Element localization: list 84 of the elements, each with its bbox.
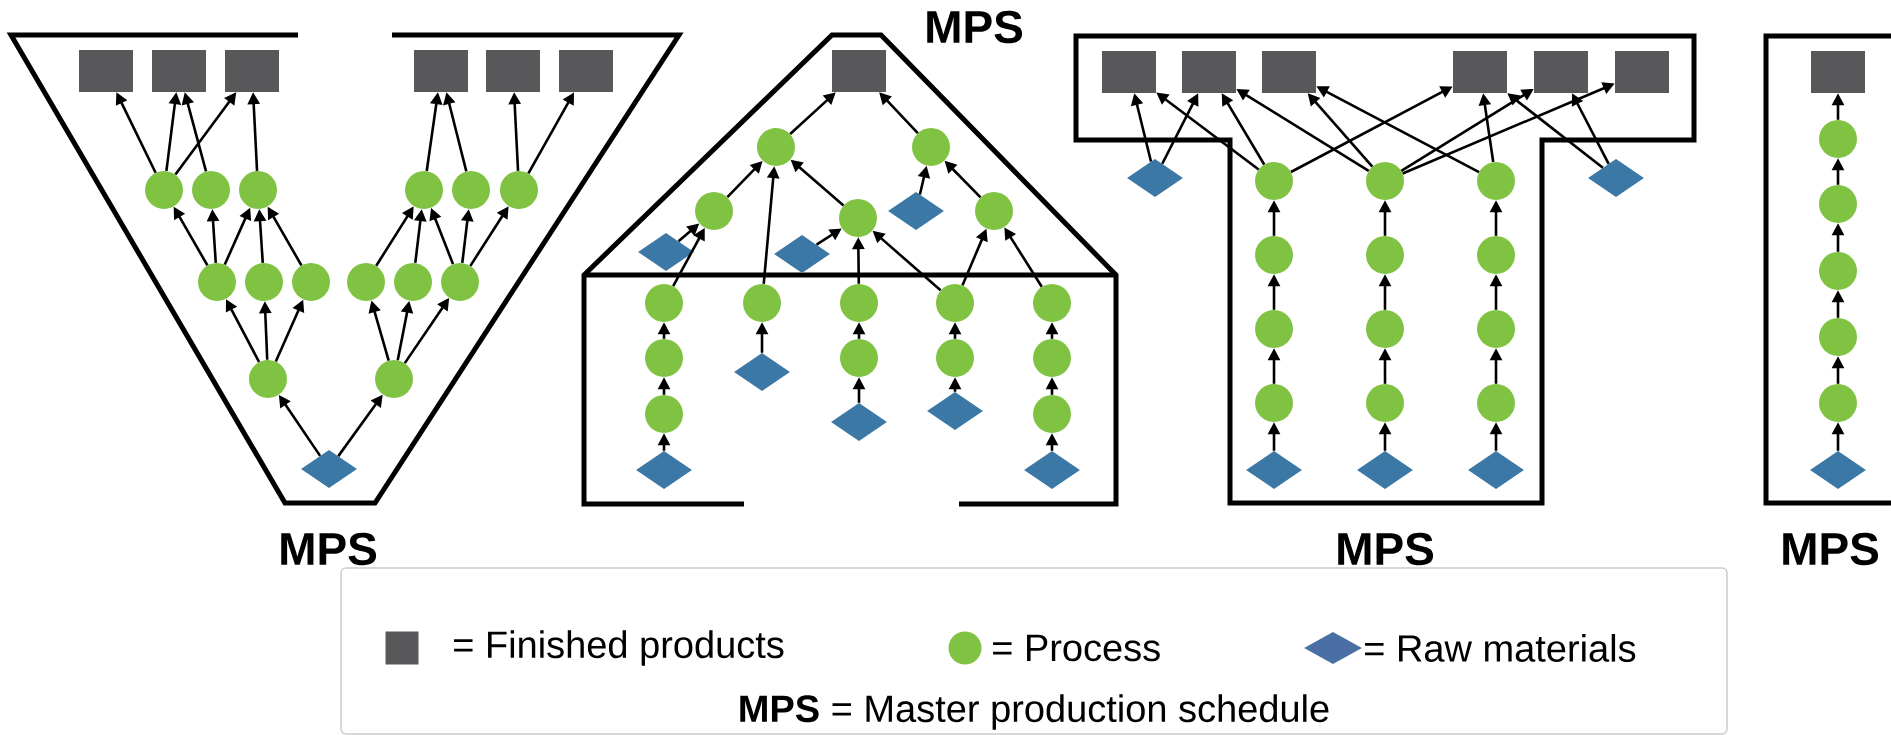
product-box (1615, 51, 1669, 93)
process-circle (1477, 310, 1515, 348)
process-circle (145, 171, 183, 209)
product-box (559, 50, 613, 92)
product-box (1453, 51, 1507, 93)
raw-material-diamond (636, 451, 692, 489)
process-circle (347, 263, 385, 301)
process-circle (1255, 384, 1293, 422)
process-circle (1819, 252, 1857, 290)
raw-material-diamond (1024, 451, 1080, 489)
process-circle (198, 263, 236, 301)
process-circle (743, 284, 781, 322)
raw-material-diamond (1127, 159, 1183, 197)
process-circle (1819, 318, 1857, 356)
process-circle (936, 284, 974, 322)
raw-material-diamond (774, 235, 830, 273)
process-circle (1819, 120, 1857, 158)
legend-note: MPS = Master production schedule (740, 694, 1329, 730)
process-circle (936, 339, 974, 377)
raw-material-diamond (831, 403, 887, 441)
process-circle (394, 263, 432, 301)
process-circle (1255, 310, 1293, 348)
process-circle (1366, 162, 1404, 200)
product-box (832, 50, 886, 92)
process-circle (1366, 310, 1404, 348)
product-box (1182, 51, 1236, 93)
process-circle (1477, 236, 1515, 274)
legend-label: = Finished products (454, 630, 784, 666)
legend-label: = Process (993, 634, 1160, 662)
process-circle (839, 199, 877, 237)
product-box (1811, 51, 1865, 93)
process-circle (500, 171, 538, 209)
process-circle (1255, 162, 1293, 200)
process-circle (1366, 236, 1404, 274)
mps-label: MPS (1783, 532, 1879, 566)
raw-material-diamond (1246, 451, 1302, 489)
raw-material-diamond (1357, 451, 1413, 489)
process-circle (1477, 162, 1515, 200)
process-circle (840, 339, 878, 377)
process-circle (292, 263, 330, 301)
product-box (1262, 51, 1316, 93)
process-circle (405, 171, 443, 209)
product-box (152, 50, 206, 92)
process-circle (1819, 384, 1857, 422)
process-circle (1366, 384, 1404, 422)
raw-material-diamond (1588, 159, 1644, 197)
process-circle (1033, 339, 1071, 377)
product-box (79, 50, 133, 92)
process-circle (239, 171, 277, 209)
process-circle (1255, 236, 1293, 274)
raw-material-diamond (1810, 451, 1866, 489)
process-circle (840, 284, 878, 322)
raw-material-diamond (638, 233, 694, 271)
process-circle (1477, 384, 1515, 422)
process-circle (757, 128, 795, 166)
process-circle (695, 192, 733, 230)
process-circle (441, 263, 479, 301)
product-box (1534, 51, 1588, 93)
process-circle (249, 360, 287, 398)
process-circle (645, 395, 683, 433)
raw-material-diamond (927, 392, 983, 430)
process-circle (645, 339, 683, 377)
mps-label: MPS (1338, 532, 1434, 566)
product-box (1102, 51, 1156, 93)
product-box (225, 50, 279, 92)
process-circle (1819, 185, 1857, 223)
process-circle (245, 263, 283, 301)
process-circle (1033, 284, 1071, 322)
raw-material-diamond (1468, 451, 1524, 489)
product-box (486, 50, 540, 92)
raw-material-diamond (301, 450, 357, 488)
process-circle (1033, 395, 1071, 433)
process-circle (375, 360, 413, 398)
process-circle (192, 171, 230, 209)
mps-label: MPS (281, 532, 377, 566)
process-circle (452, 171, 490, 209)
legend-label: = Raw materials (1365, 634, 1636, 662)
process-circle (645, 284, 683, 322)
mps-label: MPS (927, 10, 1023, 44)
raw-material-diamond (888, 192, 944, 230)
process-circle (912, 128, 950, 166)
process-circle (975, 192, 1013, 230)
product-box (414, 50, 468, 92)
raw-material-diamond (734, 353, 790, 391)
